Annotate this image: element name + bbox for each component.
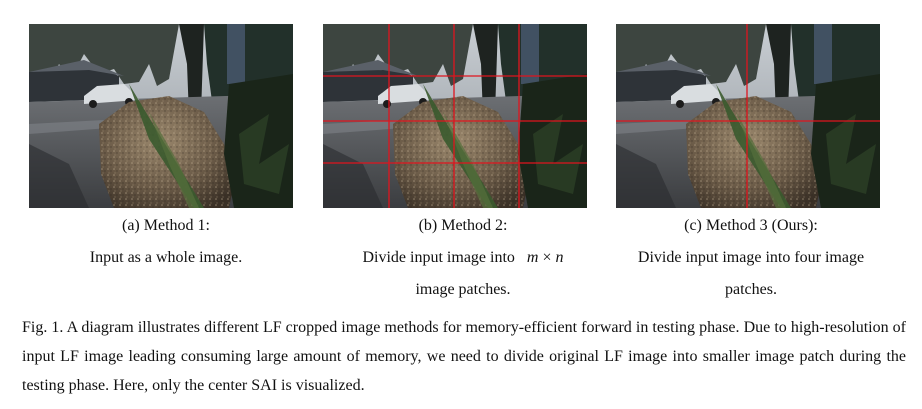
- caption-b-text-main: Divide input image into: [362, 249, 515, 266]
- photo-panel-c: [616, 24, 880, 208]
- red-cross-lines: [616, 24, 880, 208]
- caption-c-title: (c) Method 3 (Ours):: [684, 217, 818, 234]
- caption-c-text: Divide input image into four image: [637, 249, 865, 266]
- lf-image-four-patches: [616, 24, 880, 208]
- lf-image-mxn-grid: [323, 24, 587, 208]
- caption-a-title: (a) Method 1:: [122, 217, 210, 234]
- caption-c-text-2: patches.: [725, 281, 777, 298]
- caption-b-math: m × n: [526, 249, 564, 266]
- caption-b-title: (b) Method 2:: [418, 217, 508, 234]
- photo-panel-a: [29, 24, 293, 208]
- photo-panel-b: [323, 24, 587, 208]
- lf-image-whole: [29, 24, 293, 208]
- caption-a-text: Input as a whole image.: [89, 249, 243, 266]
- caption-b-text: Divide input image into m × n: [313, 249, 613, 267]
- figure-caption: Fig. 1. A diagram illustrates different …: [22, 319, 906, 394]
- red-grid-lines: [323, 24, 587, 208]
- caption-b-text-2: image patches.: [415, 281, 511, 298]
